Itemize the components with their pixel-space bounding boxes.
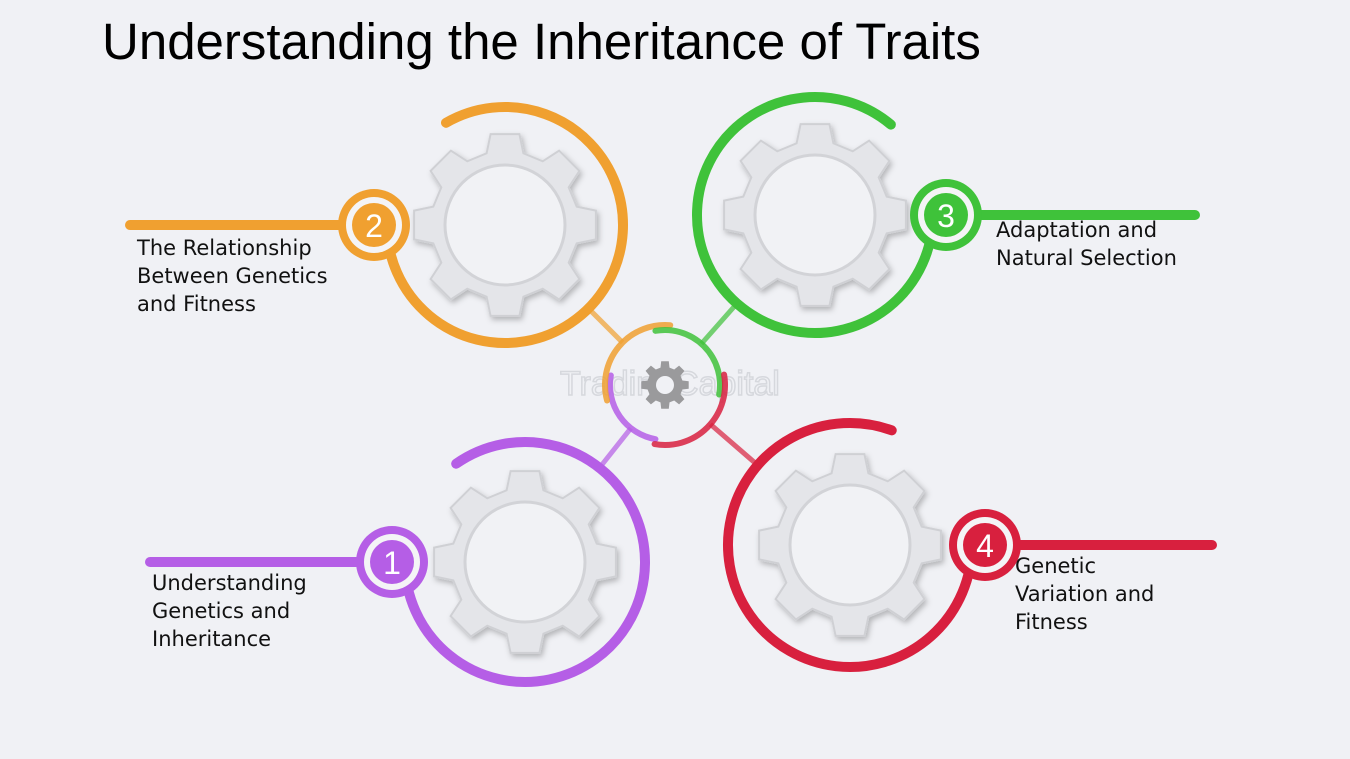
step-1-group: 1 <box>145 372 659 687</box>
step-2-label: The Relationship Between Genetics and Fi… <box>137 236 328 316</box>
gear-hole <box>443 163 567 287</box>
progress-ring-arc <box>692 92 938 338</box>
connector-line <box>699 301 739 346</box>
gear-hole <box>788 483 912 607</box>
page-title: Understanding the Inheritance of Traits <box>102 13 981 70</box>
center-gear-hole <box>656 376 674 394</box>
step-4-number: 4 <box>976 528 994 564</box>
hub-arc <box>652 327 723 398</box>
step-4-label: Genetic Variation and Fitness <box>1015 554 1155 634</box>
gear-hole <box>463 500 587 624</box>
badge-fill <box>352 203 396 247</box>
step-4-group: 4 <box>651 371 1217 672</box>
connector-line <box>597 426 633 470</box>
badge-fill <box>924 193 968 237</box>
step-2-group: 2 <box>125 102 674 404</box>
connector-line <box>586 306 625 345</box>
connector-line <box>708 422 760 468</box>
step-3-number: 3 <box>937 198 955 234</box>
step-2-number: 2 <box>365 208 383 244</box>
gear-hole <box>753 153 877 277</box>
step-3-group: 3 <box>652 92 1200 398</box>
step-1-label: Understanding Genetics and Inheritance <box>152 571 307 651</box>
hub-arc <box>602 322 674 404</box>
progress-ring-arc <box>723 418 977 672</box>
progress-ring-arc <box>400 437 650 687</box>
badge-fill <box>963 523 1007 567</box>
step-3-label: Adaptation and Natural Selection <box>996 218 1177 270</box>
badge-fill <box>370 540 414 584</box>
step-1-number: 1 <box>383 545 401 581</box>
progress-ring-arc <box>382 102 628 348</box>
hub-arc <box>651 371 728 448</box>
hub-arc <box>607 372 659 443</box>
